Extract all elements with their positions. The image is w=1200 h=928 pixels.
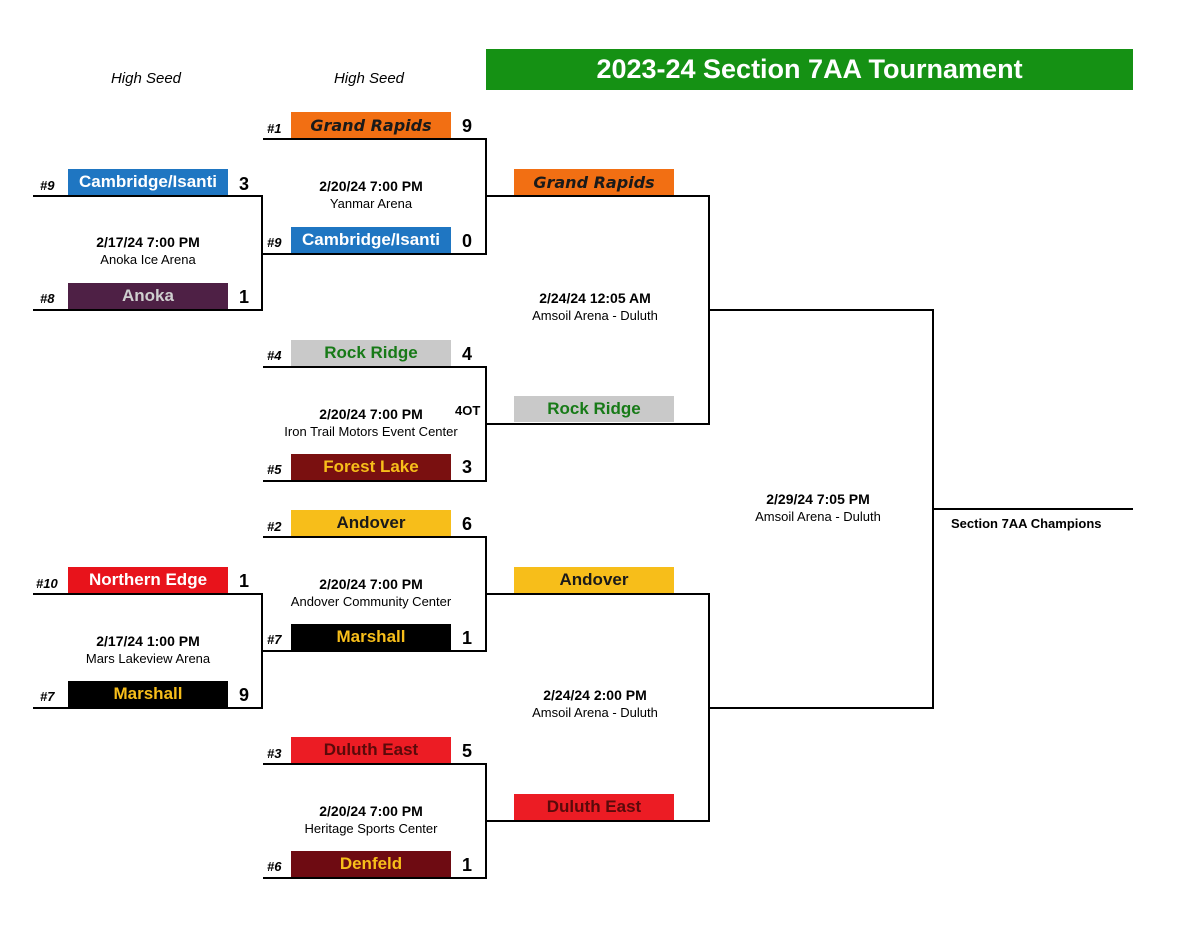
game-datetime: 2/20/24 7:00 PM	[319, 178, 423, 194]
score: 6	[462, 514, 473, 534]
team-box-duluth-east: Duluth East	[514, 794, 674, 820]
score: 1	[239, 571, 250, 591]
seed-label: #2	[267, 519, 282, 534]
score: 3	[239, 174, 250, 194]
team-box-rock-ridge: Rock Ridge	[514, 396, 674, 422]
bracket-line	[708, 309, 934, 311]
bracket-line	[263, 253, 487, 255]
bracket-line	[485, 423, 710, 425]
score: 0	[462, 231, 473, 251]
game-datetime: 2/20/24 7:00 PM	[319, 576, 423, 592]
game-location: Heritage Sports Center	[304, 821, 438, 836]
seed-label: #10	[36, 576, 58, 591]
team-box-grand-rapids: Grand Rapids	[514, 169, 674, 195]
bracket-line	[263, 877, 487, 879]
bracket-line	[485, 195, 710, 197]
game-info: 2/17/24 1:00 PM Mars Lakeview Arena	[38, 632, 258, 668]
score: 9	[462, 116, 473, 136]
bracket-line	[708, 707, 934, 709]
team-box-anoka: Anoka	[68, 283, 228, 309]
seed-label: #6	[267, 859, 282, 874]
game-location: Yanmar Arena	[329, 196, 413, 211]
team-box-cambridge-isanti: Cambridge/Isanti	[291, 227, 451, 253]
column-head-quarterfinals: High Seed	[333, 70, 405, 87]
score: 5	[462, 741, 473, 761]
bracket-line	[932, 508, 1133, 510]
team-box-denfeld: Denfeld	[291, 851, 451, 877]
bracket-line	[33, 707, 263, 709]
team-box-grand-rapids: Grand Rapids	[291, 112, 451, 138]
game-datetime: 2/24/24 2:00 PM	[543, 687, 647, 703]
game-location: Amsoil Arena - Duluth	[755, 509, 881, 524]
seed-label: #7	[267, 632, 282, 647]
tournament-title: 2023-24 Section 7AA Tournament	[486, 49, 1133, 90]
game-datetime: 2/29/24 7:05 PM	[766, 491, 870, 507]
team-box-cambridge-isanti: Cambridge/Isanti	[68, 169, 228, 195]
game-location: Anoka Ice Arena	[100, 252, 196, 267]
seed-label: #3	[267, 746, 282, 761]
bracket-line	[485, 593, 710, 595]
team-box-andover: Andover	[291, 510, 451, 536]
bracket-line	[263, 763, 487, 765]
score: 3	[462, 457, 473, 477]
bracket-line	[33, 309, 263, 311]
seed-label: #4	[267, 348, 282, 363]
champion-label: Section 7AA Champions	[951, 516, 1102, 531]
column-head-round1: High Seed	[110, 70, 182, 87]
game-datetime: 2/24/24 12:05 AM	[539, 290, 651, 306]
game-info: 2/24/24 12:05 AM Amsoil Arena - Duluth	[485, 289, 705, 325]
team-box-duluth-east: Duluth East	[291, 737, 451, 763]
team-box-marshall: Marshall	[68, 681, 228, 707]
game-info: 2/20/24 7:00 PM Iron Trail Motors Event …	[261, 405, 481, 441]
game-info: 2/17/24 7:00 PM Anoka Ice Arena	[38, 233, 258, 269]
game-info: 2/29/24 7:05 PM Amsoil Arena - Duluth	[708, 490, 928, 526]
bracket-line	[263, 138, 487, 140]
bracket-line	[33, 195, 263, 197]
bracket-line	[263, 650, 487, 652]
score: 1	[462, 628, 473, 648]
seed-label: #5	[267, 462, 282, 477]
seed-label: #8	[40, 291, 55, 306]
overtime-note: 4OT	[455, 403, 481, 418]
game-datetime: 2/20/24 7:00 PM	[319, 406, 423, 422]
bracket-line	[263, 536, 487, 538]
game-location: Mars Lakeview Arena	[85, 651, 211, 666]
seed-label: #9	[267, 235, 282, 250]
score: 1	[462, 855, 473, 875]
game-location: Andover Community Center	[290, 594, 452, 609]
game-info: 2/24/24 2:00 PM Amsoil Arena - Duluth	[485, 686, 705, 722]
team-box-forest-lake: Forest Lake	[291, 454, 451, 480]
team-box-marshall: Marshall	[291, 624, 451, 650]
score: 1	[239, 287, 250, 307]
seed-label: #1	[267, 121, 282, 136]
team-box-rock-ridge: Rock Ridge	[291, 340, 451, 366]
bracket-line	[485, 820, 710, 822]
seed-label: #7	[40, 689, 55, 704]
game-datetime: 2/17/24 1:00 PM	[96, 633, 200, 649]
game-info: 2/20/24 7:00 PM Andover Community Center	[261, 575, 481, 611]
game-location: Amsoil Arena - Duluth	[532, 308, 658, 323]
team-box-northern-edge: Northern Edge	[68, 567, 228, 593]
score: 4	[462, 344, 473, 364]
game-datetime: 2/17/24 7:00 PM	[96, 234, 200, 250]
game-datetime: 2/20/24 7:00 PM	[319, 803, 423, 819]
bracket-line	[33, 593, 263, 595]
game-info: 2/20/24 7:00 PM Heritage Sports Center	[261, 802, 481, 838]
team-box-andover: Andover	[514, 567, 674, 593]
score: 9	[239, 685, 250, 705]
game-info: 2/20/24 7:00 PM Yanmar Arena	[261, 177, 481, 213]
seed-label: #9	[40, 178, 55, 193]
game-location: Amsoil Arena - Duluth	[532, 705, 658, 720]
bracket-line	[263, 366, 487, 368]
bracket-line	[263, 480, 487, 482]
game-location: Iron Trail Motors Event Center	[284, 424, 458, 439]
